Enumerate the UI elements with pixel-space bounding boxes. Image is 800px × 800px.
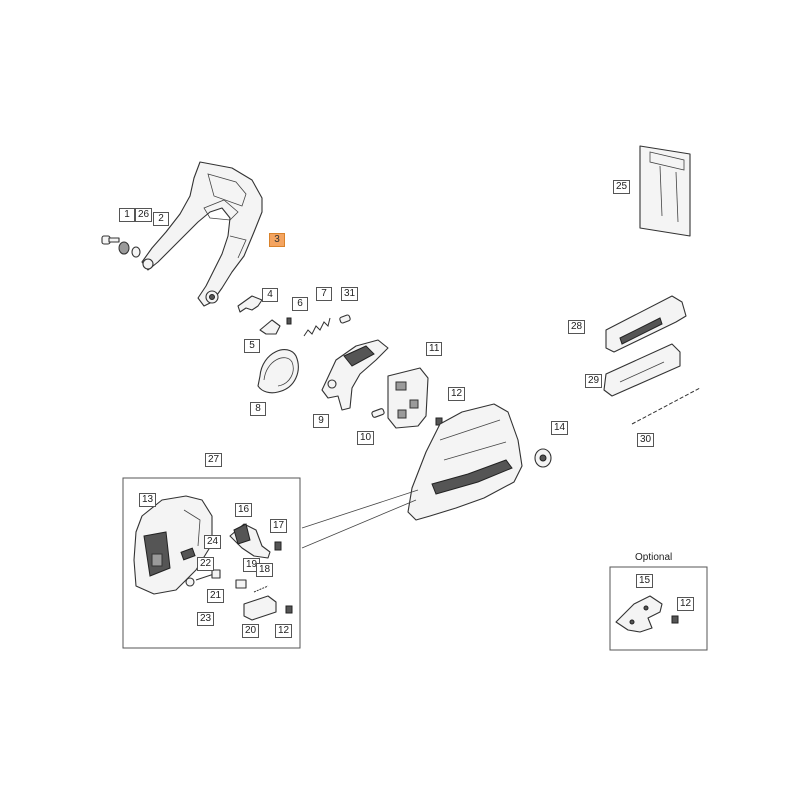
clip-part bbox=[235, 579, 247, 589]
tensioner-parts bbox=[185, 569, 221, 587]
part-label-12[interactable]: 12 bbox=[448, 387, 466, 401]
guide-bar-part bbox=[603, 343, 681, 397]
part-label-18[interactable]: 18 bbox=[256, 563, 274, 577]
part-label-28[interactable]: 28 bbox=[568, 320, 586, 334]
part-label-8[interactable]: 8 bbox=[250, 402, 266, 416]
optional-title: Optional bbox=[635, 552, 673, 563]
part-label-25[interactable]: 25 bbox=[613, 180, 631, 194]
hand-guard-part bbox=[141, 161, 263, 307]
part-label-13[interactable]: 13 bbox=[139, 493, 157, 507]
part-label-27[interactable]: 27 bbox=[205, 453, 223, 467]
part-label-24[interactable]: 24 bbox=[204, 535, 222, 549]
part-label-9[interactable]: 9 bbox=[313, 414, 329, 428]
clutch-cover-part bbox=[407, 403, 523, 521]
cover-housing-part bbox=[133, 495, 213, 595]
leader-line bbox=[301, 499, 417, 549]
part-label-31[interactable]: 31 bbox=[341, 287, 359, 301]
part-label-22[interactable]: 22 bbox=[197, 557, 215, 571]
part-label-7[interactable]: 7 bbox=[316, 287, 332, 301]
part-label-2[interactable]: 2 bbox=[153, 212, 169, 226]
optional-box bbox=[609, 566, 708, 651]
plate-part bbox=[387, 367, 429, 429]
part-label-17[interactable]: 17 bbox=[270, 519, 288, 533]
bolt-assembly bbox=[101, 235, 141, 258]
cover-plate-part bbox=[243, 595, 277, 621]
bracket-part bbox=[237, 295, 263, 313]
part-label-11[interactable]: 11 bbox=[426, 342, 443, 356]
screw-part bbox=[285, 605, 293, 614]
decal-part bbox=[639, 145, 691, 237]
part-label-1[interactable]: 1 bbox=[119, 208, 135, 222]
part-label-16[interactable]: 16 bbox=[235, 503, 253, 517]
part-label-30[interactable]: 30 bbox=[637, 433, 655, 447]
brake-lever-part bbox=[321, 339, 389, 411]
screw-part bbox=[371, 408, 385, 418]
screw-part bbox=[671, 615, 679, 624]
bar-cover-part bbox=[605, 295, 687, 353]
part-label-10[interactable]: 10 bbox=[357, 431, 375, 445]
coil-spring-part bbox=[303, 317, 331, 337]
screw-part bbox=[274, 541, 282, 551]
leader-line bbox=[301, 489, 419, 529]
adjuster-part bbox=[229, 523, 271, 559]
part-label-14[interactable]: 14 bbox=[551, 421, 569, 435]
spring-clip-part bbox=[259, 319, 281, 335]
saw-chain-part bbox=[631, 387, 701, 425]
part-label-6[interactable]: 6 bbox=[292, 297, 308, 311]
pad-part bbox=[180, 547, 196, 561]
part-label-12-optional[interactable]: 12 bbox=[677, 597, 695, 611]
part-label-23[interactable]: 23 bbox=[197, 612, 215, 626]
bumper-spike-part bbox=[615, 595, 663, 633]
part-label-29[interactable]: 29 bbox=[585, 374, 603, 388]
part-label-26[interactable]: 26 bbox=[135, 208, 153, 222]
part-label-20[interactable]: 20 bbox=[242, 624, 260, 638]
part-label-21[interactable]: 21 bbox=[207, 589, 225, 603]
part-label-3[interactable]: 3 bbox=[269, 233, 285, 247]
part-label-4[interactable]: 4 bbox=[262, 288, 278, 302]
clutch-cover-assembly-box bbox=[122, 477, 301, 649]
brake-band-part bbox=[257, 349, 299, 394]
pin-part bbox=[286, 317, 292, 325]
spring-part bbox=[253, 585, 269, 593]
part-label-15[interactable]: 15 bbox=[636, 574, 654, 588]
part-label-5[interactable]: 5 bbox=[244, 339, 260, 353]
small-pin-part bbox=[339, 314, 351, 324]
part-label-12-cover[interactable]: 12 bbox=[275, 624, 293, 638]
